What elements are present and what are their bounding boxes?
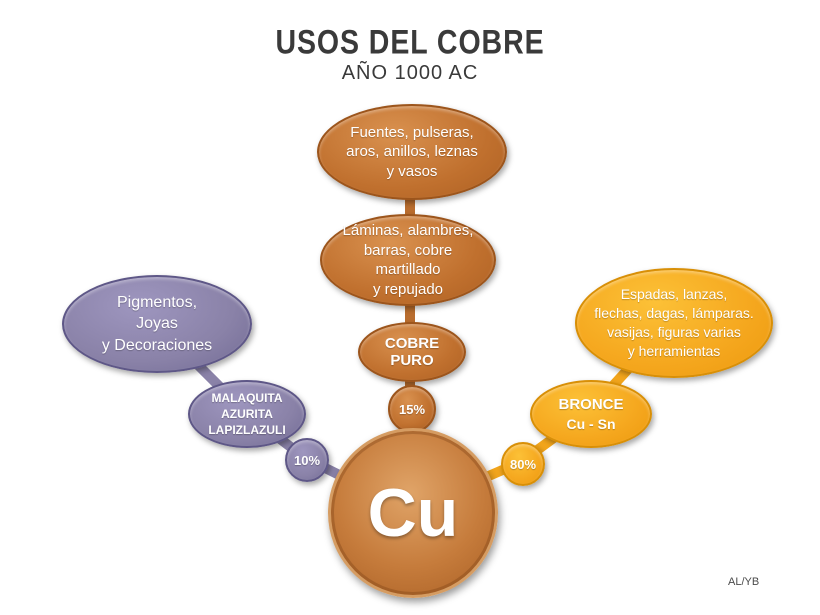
badge-minerals-percent: 10% xyxy=(285,438,329,482)
page-title: USOS DEL COBRE xyxy=(275,22,545,62)
node-label: COBRE PURO xyxy=(384,335,440,369)
node-formula: Cu - Sn xyxy=(566,415,616,432)
credit-text: AL/YB xyxy=(728,576,760,588)
node-label: MALAQUITA AZURITA LAPIZLAZULI xyxy=(208,390,286,438)
badge-copper-percent: 15% xyxy=(388,385,436,433)
node-bronze-uses: Espadas, lanzas, flechas, dagas, lámpara… xyxy=(575,268,773,378)
node-minerals-uses: Pigmentos, Joyas y Decoraciones xyxy=(62,275,252,373)
node-label: Cu xyxy=(367,475,459,551)
node-cobre-puro: COBRE PURO xyxy=(358,322,466,382)
node-label: Espadas, lanzas, flechas, dagas, lámpara… xyxy=(594,286,754,359)
badge-label: 15% xyxy=(398,401,426,417)
badge-bronze-percent: 80% xyxy=(501,442,545,486)
node-cu-center: Cu xyxy=(328,428,498,598)
node-copper-uses-secondary: Fuentes, pulseras, aros, anillos, leznas… xyxy=(317,104,507,200)
node-copper-uses-primary: Láminas, alambres, barras, cobre martill… xyxy=(320,214,496,306)
node-label: Pigmentos, Joyas y Decoraciones xyxy=(101,293,213,354)
node-label: Láminas, alambres, barras, cobre martill… xyxy=(342,222,474,298)
node-label: BRONCE xyxy=(558,396,624,414)
badge-label: 10% xyxy=(293,452,321,468)
diagram-header: USOS DEL COBRE AÑO 1000 AC xyxy=(0,22,820,85)
page-subtitle: AÑO 1000 AC xyxy=(341,62,479,84)
node-minerals-material: MALAQUITA AZURITA LAPIZLAZULI xyxy=(188,380,306,448)
node-bronze-material: BRONCE Cu - Sn xyxy=(530,380,652,448)
node-label: Fuentes, pulseras, aros, anillos, leznas… xyxy=(346,123,478,180)
badge-label: 80% xyxy=(509,456,537,472)
